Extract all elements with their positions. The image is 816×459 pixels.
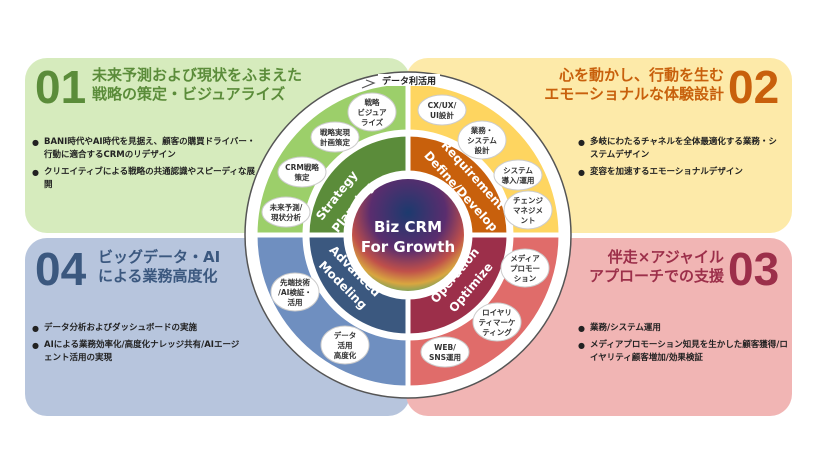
center-title-1: Biz CRM xyxy=(374,218,442,236)
bubble-label: CRM戦略 xyxy=(285,162,319,172)
section-number-04: 04 xyxy=(35,243,87,295)
bubble-label: /AI検証・ xyxy=(278,287,312,297)
bubble-label: 設計 xyxy=(475,145,490,155)
bubble-label: ライズ xyxy=(361,117,384,127)
section-number-03: 03 xyxy=(728,243,780,295)
section-number-02: 02 xyxy=(728,61,780,113)
data-utilization-label: データ利活用 xyxy=(382,75,436,87)
bubble-label: 策定 xyxy=(295,172,310,182)
bubble-label: 活用 xyxy=(338,340,353,350)
bubble-label: ビジュア xyxy=(357,107,387,117)
bubble-label: システム xyxy=(503,166,533,175)
bubble-label: ティング xyxy=(482,327,512,337)
bullets-01: BANI時代やAI時代を見据え、顧客の購買ドライバー・行動に適合するCRMのリデ… xyxy=(32,136,262,196)
center-title-2: For Growth xyxy=(361,238,455,256)
service-bubble: 未来予測/現状分析 xyxy=(261,196,311,228)
bubble-label: マネジメ xyxy=(513,206,543,215)
bubble-label: 未来予測/ xyxy=(270,202,303,212)
bubble-label: ロイヤリ xyxy=(482,308,512,317)
bubble-label: システム xyxy=(467,136,497,145)
bubble-label: チェンジ xyxy=(513,196,543,205)
bubble-label: ション xyxy=(514,274,537,283)
bubble-label: 現状分析 xyxy=(271,212,301,222)
service-bubble: 先端技術/AI検証・活用 xyxy=(270,272,320,312)
service-bubble: メディアプロモーション xyxy=(500,248,550,288)
bubble-label: 計画策定 xyxy=(320,137,350,147)
bubble-label: 先端技術 xyxy=(280,277,310,287)
bubble-label: SNS運用 xyxy=(429,352,461,362)
bullets-03: 業務/システム運用メディアプロモーション知見を生かした顧客獲得/ロイヤリティ顧客… xyxy=(578,322,788,369)
bubble-label: CX/UX/ xyxy=(428,101,457,110)
center-circle xyxy=(352,179,464,291)
bullets-02: 多岐にわたるチャネルを全体最適化する業務・システムデザイン変容を加速するエモーシ… xyxy=(578,136,778,183)
bubble-label: UI設計 xyxy=(430,110,454,120)
bubble-label: 高度化 xyxy=(334,350,357,360)
bubble-label: プロモー xyxy=(510,263,540,273)
service-bubble: CX/UX/UI設計 xyxy=(417,94,467,126)
arrow-icon xyxy=(361,79,376,89)
bubble-label: ティマーケ xyxy=(478,318,516,327)
bubble-label: 業務・ xyxy=(470,125,494,135)
bubble-label: WEB/ xyxy=(434,343,456,352)
bubble-label: 戦略実現 xyxy=(320,127,350,137)
section-title-02: 心を動かし、行動を生むエモーショナルな体験設計 xyxy=(544,66,724,103)
bubble-label: 戦略 xyxy=(365,97,380,107)
bubble-label: ント xyxy=(521,216,536,225)
bubble-label: データ xyxy=(334,330,357,340)
inner-sector-advanced xyxy=(304,232,411,339)
bubble-label: 活用 xyxy=(288,297,303,307)
section-title-03: 伴走×アジャイルアプローチでの支援 xyxy=(588,248,724,285)
section-title-01: 未来予測および現状をふまえた戦略の策定・ビジュアライズ xyxy=(92,66,303,103)
service-bubble: WEB/SNS運用 xyxy=(420,336,470,368)
section-number-01: 01 xyxy=(35,61,87,113)
bullets-04: データ分析およびダッシュボードの実施AIによる業務効率化/高度化ナレッジ共有/A… xyxy=(32,322,247,369)
bubble-label: 導入/運用 xyxy=(502,175,535,185)
bubble-label: メディア xyxy=(510,253,540,263)
